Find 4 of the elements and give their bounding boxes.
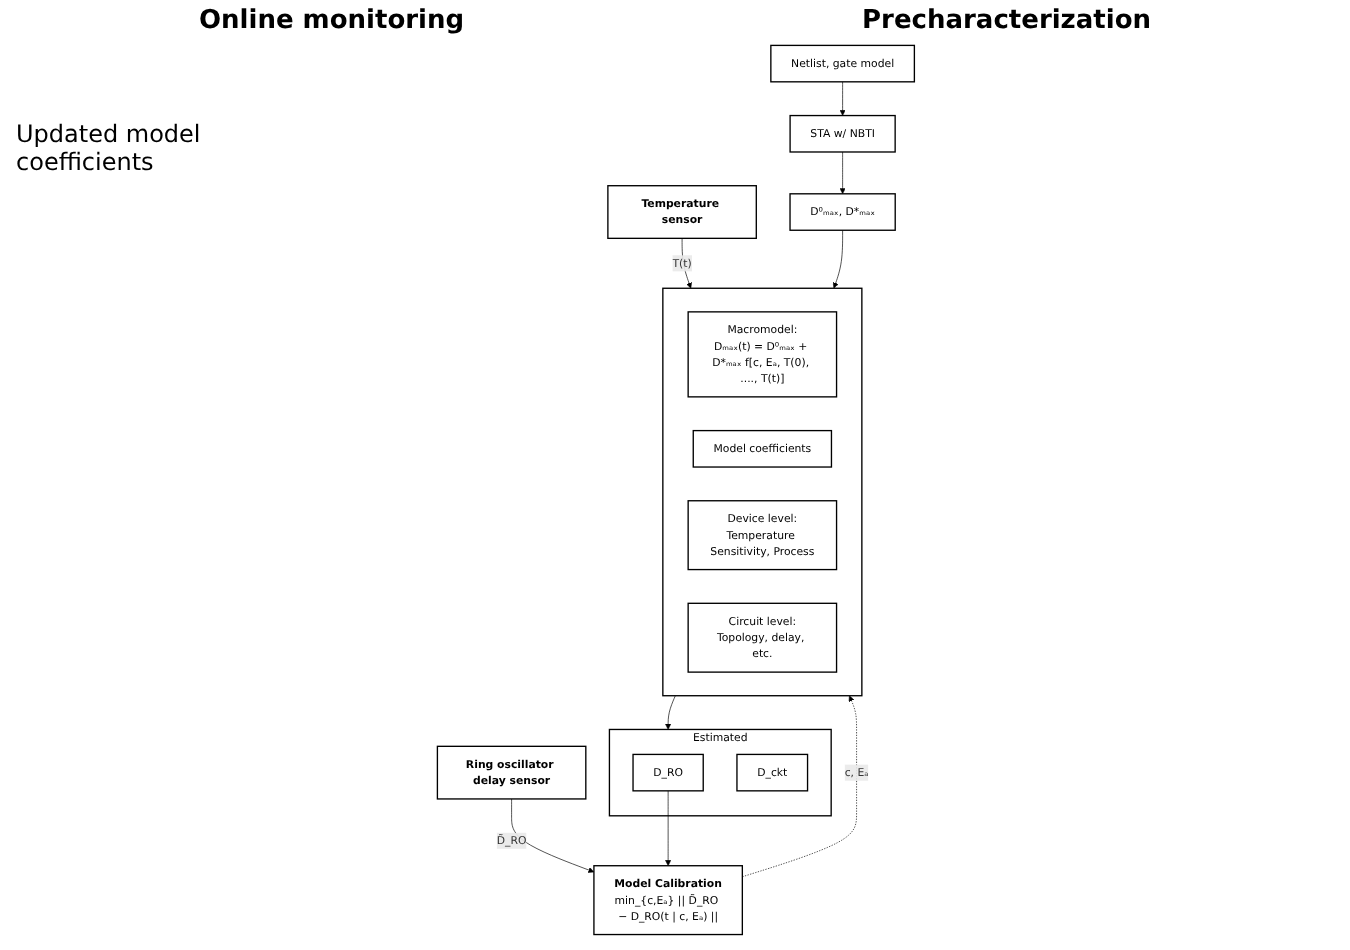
section-heading: Precharacterization: [862, 5, 1152, 35]
section-heading: Online monitoring: [198, 5, 465, 35]
note-text: Updated model coefficients: [16, 120, 201, 176]
cluster: [661, 287, 862, 697]
